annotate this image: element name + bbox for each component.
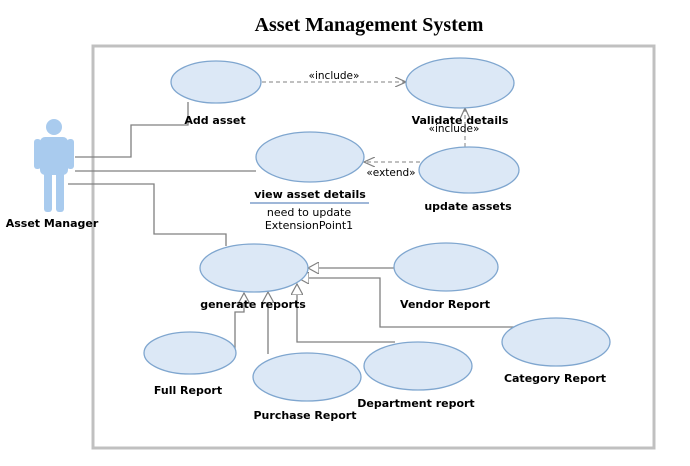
association-add-asset [75, 102, 189, 158]
use-case-add-asset[interactable]: Add asset [170, 60, 262, 127]
svg-text:Vendor Report: Vendor Report [400, 298, 490, 311]
extension-note-line2: ExtensionPoint1 [265, 219, 353, 232]
use-case-purchase-report[interactable]: Purchase Report [252, 352, 362, 422]
generalization-full [234, 293, 244, 352]
generalization-category [298, 278, 527, 328]
include-label-add: «include» [309, 70, 360, 82]
svg-text:view asset details: view asset details [254, 188, 366, 201]
use-case-update-assets[interactable]: update assets [418, 146, 520, 213]
use-case-category-report[interactable]: Category Report [501, 317, 611, 385]
actor-label: Asset Manager [6, 217, 99, 230]
svg-text:update assets: update assets [424, 200, 512, 213]
svg-text:Full Report: Full Report [154, 384, 222, 397]
use-case-department-report[interactable]: Department report [357, 341, 475, 410]
diagram-title: Asset Management System [254, 14, 484, 36]
use-case-view-asset-details[interactable]: view asset details [254, 131, 366, 201]
use-case-vendor-report[interactable]: Vendor Report [393, 242, 499, 311]
use-case-full-report[interactable]: Full Report [143, 331, 237, 397]
svg-text:Validate details: Validate details [412, 114, 509, 127]
svg-text:Purchase Report: Purchase Report [254, 409, 357, 422]
extend-label: «extend» [366, 167, 415, 179]
svg-text:Category Report: Category Report [504, 372, 606, 385]
include-label-update: «include» [429, 123, 480, 135]
generalization-department [297, 284, 395, 343]
use-case-validate-details[interactable]: Validate details [405, 57, 515, 127]
svg-text:Add asset: Add asset [184, 114, 245, 127]
svg-text:Department report: Department report [357, 397, 474, 410]
use-case-generate-reports[interactable]: generate reports [199, 243, 309, 311]
extension-note-line1: need to update [267, 206, 352, 219]
system-boundary [91, 44, 656, 450]
association-generate-reports [68, 183, 227, 246]
actor-figure-icon[interactable] [34, 119, 74, 212]
svg-text:generate reports: generate reports [200, 298, 306, 311]
